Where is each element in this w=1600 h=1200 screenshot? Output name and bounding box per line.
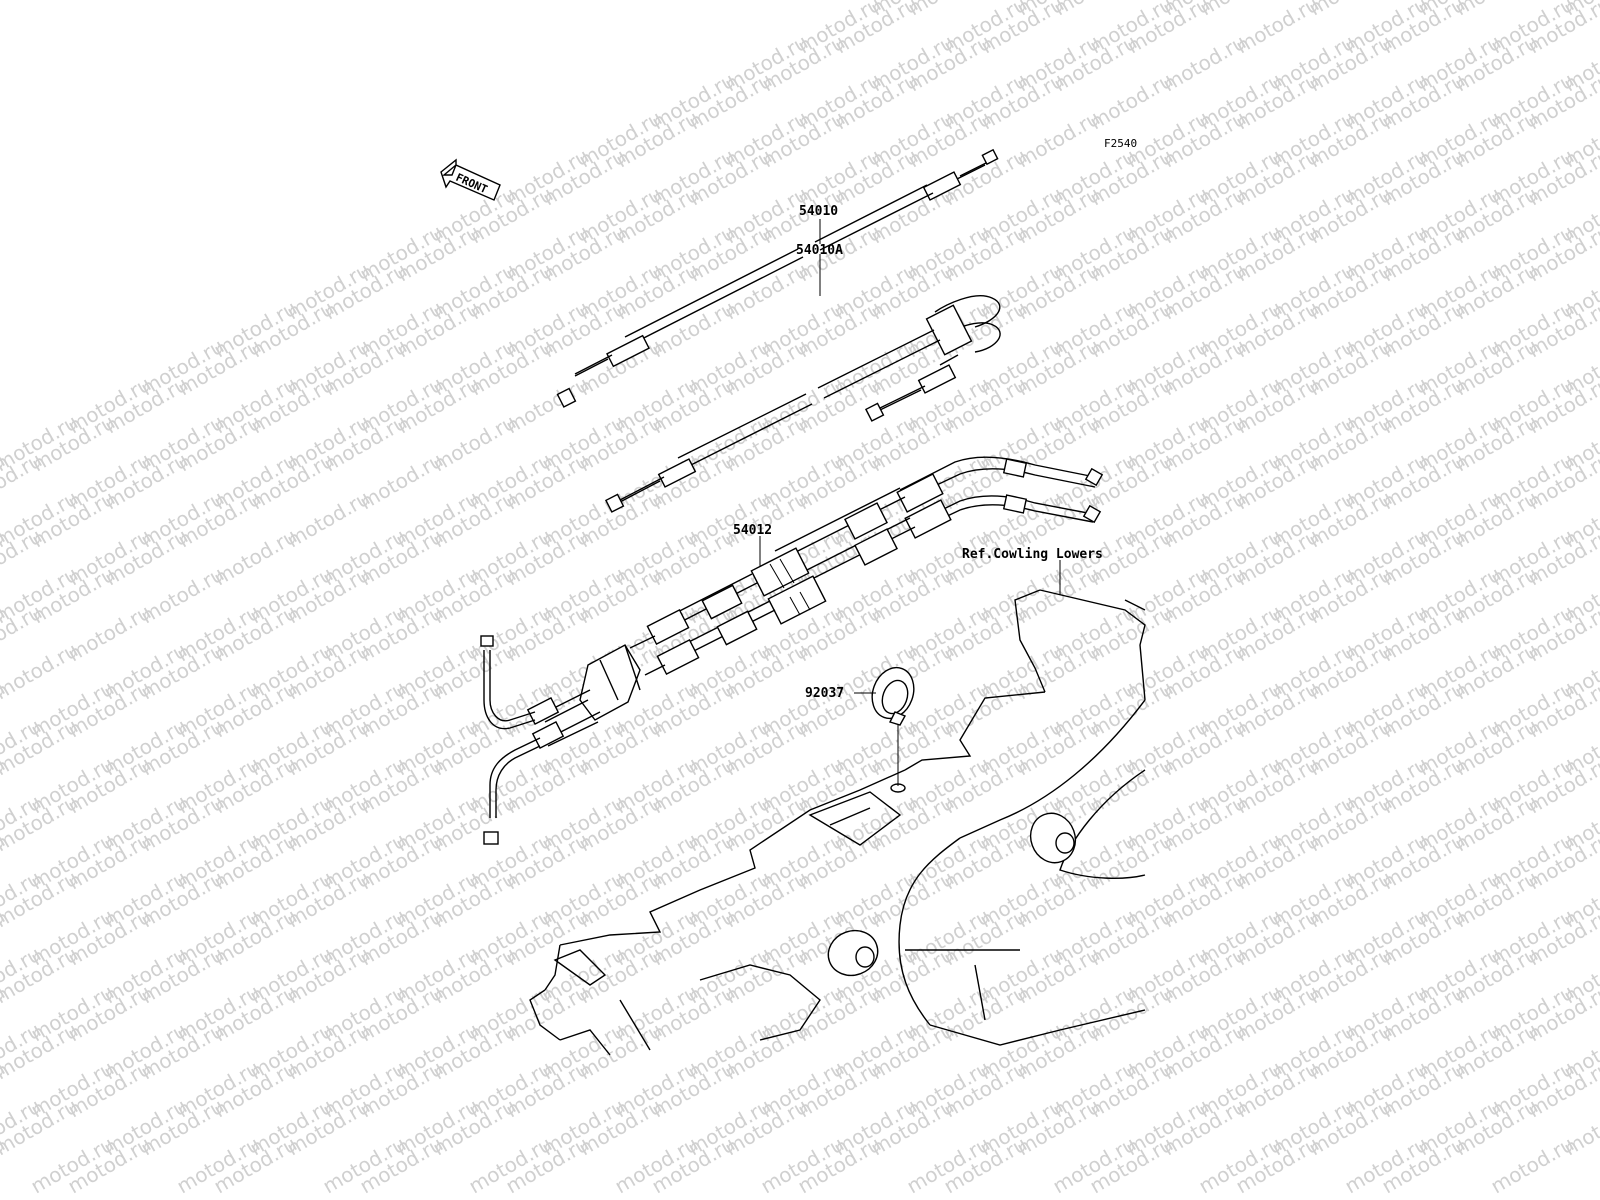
figure-code: F2540 — [1104, 137, 1137, 150]
front-arrow-icon: FRONT — [440, 158, 501, 201]
part-label-92037: 92037 — [805, 686, 844, 701]
clamp-92037 — [871, 666, 915, 793]
part-label-54010: 54010 — [799, 204, 838, 219]
throttle-cable-54010a — [604, 295, 1001, 513]
part-label-54010a: 54010A — [796, 243, 843, 258]
part-label-54012: 54012 — [733, 523, 772, 538]
reference-label: Ref.Cowling Lowers — [962, 547, 1103, 562]
frame-outline — [529, 589, 1146, 1056]
throttle-cable-assembly-54012 — [480, 456, 1104, 845]
throttle-cable-54010 — [556, 148, 999, 408]
